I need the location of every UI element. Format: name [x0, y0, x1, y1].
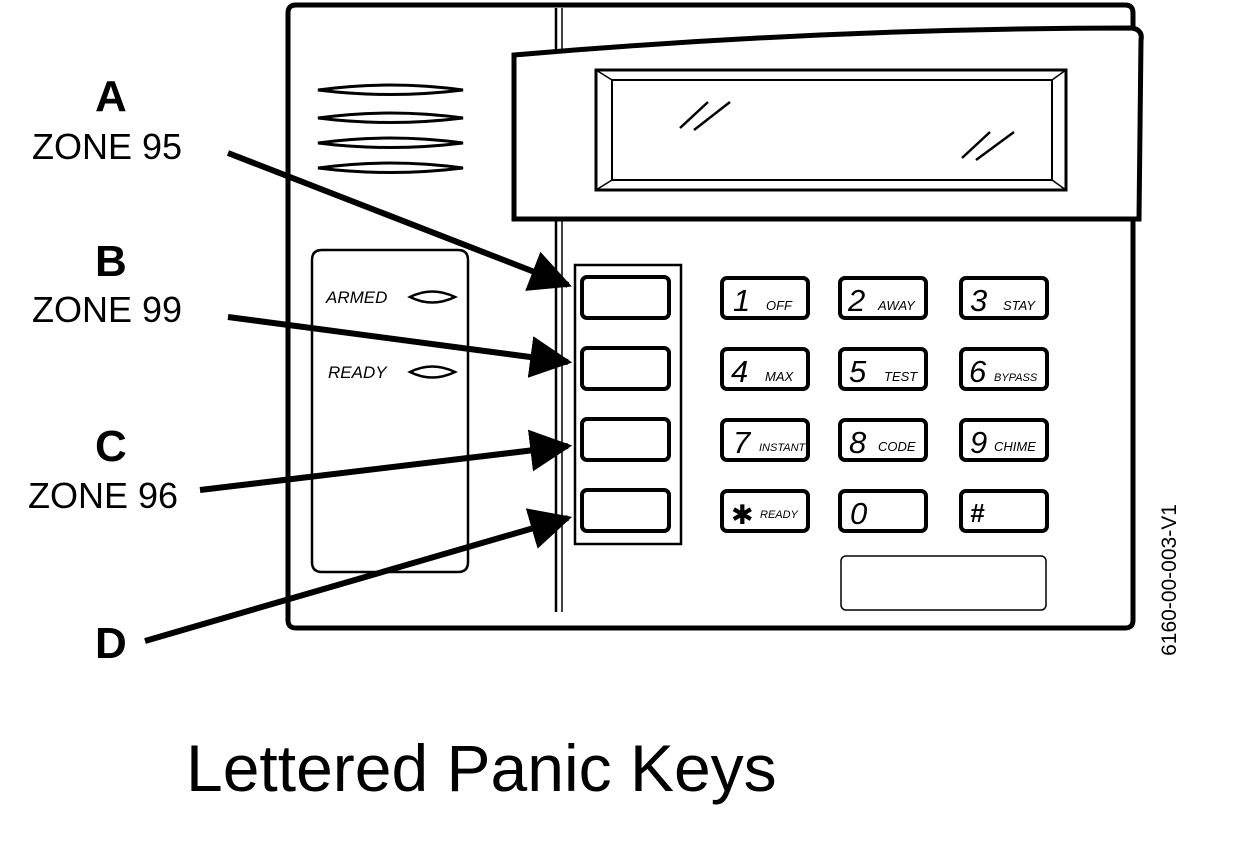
ready-led-icon: [407, 365, 458, 379]
key-7-function: INSTANT: [759, 442, 807, 454]
key-6-function: BYPASS: [994, 372, 1038, 384]
key-5[interactable]: 5 TEST: [838, 347, 928, 391]
lcd-window: [611, 79, 1053, 181]
key-0-number: 0: [850, 496, 867, 531]
callout-zone-c: ZONE 96: [28, 475, 179, 516]
arrow-a: [226, 150, 572, 291]
speaker-grille: [317, 83, 464, 174]
key-6[interactable]: 6 BYPASS: [959, 347, 1049, 391]
panic-key-c[interactable]: [580, 417, 671, 462]
key-3[interactable]: 3 STAY: [959, 276, 1049, 320]
lcd-glare-marks: [679, 101, 1015, 162]
key-4[interactable]: 4 MAX: [720, 347, 810, 391]
key-2[interactable]: 2 AWAY: [838, 276, 928, 320]
ready-led-label: READY: [328, 363, 388, 382]
figure-caption: Lettered Panic Keys: [186, 731, 777, 805]
key-5-number: 5: [849, 354, 867, 389]
key-2-function: AWAY: [877, 298, 916, 313]
numeric-keypad: 1 OFF 2 AWAY 3 STAY 4 MAX 5 TEST 6 BYPAS…: [720, 276, 1049, 533]
key-6-number: 6: [969, 354, 987, 389]
key-3-function: STAY: [1003, 298, 1036, 313]
key-0[interactable]: 0: [838, 489, 928, 533]
key-star-function: READY: [760, 509, 799, 521]
key-star[interactable]: ✱ READY: [720, 489, 810, 533]
arrow-c: [199, 429, 573, 493]
callout-arrows: [144, 150, 573, 644]
panic-key-a[interactable]: [580, 275, 671, 320]
key-9[interactable]: 9 CHIME: [959, 418, 1049, 462]
panic-key-d[interactable]: [580, 488, 671, 533]
key-5-function: TEST: [884, 369, 918, 384]
key-9-function: CHIME: [994, 439, 1036, 454]
figure-id: 6160-00-003-V1: [1158, 504, 1181, 656]
armed-led-icon: [407, 290, 458, 304]
key-8-function: CODE: [878, 439, 916, 454]
panic-keys-bracket: [573, 263, 683, 546]
asterisk-icon: ✱: [731, 500, 754, 530]
arrow-d: [144, 508, 573, 644]
key-4-number: 4: [731, 354, 748, 389]
armed-led-label: ARMED: [325, 288, 387, 307]
callout-letter-b: B: [95, 237, 127, 286]
callout-zone-b: ZONE 99: [32, 289, 183, 330]
key-8[interactable]: 8 CODE: [838, 418, 928, 462]
key-2-number: 2: [847, 283, 865, 318]
key-3-number: 3: [970, 283, 987, 318]
key-pound-number: #: [970, 498, 985, 528]
label-plate: [840, 555, 1047, 611]
key-1[interactable]: 1 OFF: [720, 276, 810, 320]
key-7[interactable]: 7 INSTANT: [720, 418, 810, 462]
arrow-b: [227, 314, 573, 378]
key-1-function: OFF: [766, 298, 793, 313]
key-4-function: MAX: [765, 369, 795, 384]
status-panel: [310, 248, 470, 574]
callout-letter-d: D: [95, 619, 127, 668]
callout-zone-a: ZONE 95: [32, 126, 183, 167]
panic-key-b[interactable]: [580, 346, 671, 391]
key-8-number: 8: [849, 425, 867, 460]
key-7-number: 7: [733, 425, 752, 460]
callout-letter-c: C: [95, 422, 127, 471]
key-1-number: 1: [733, 283, 750, 318]
key-pound[interactable]: #: [959, 489, 1049, 533]
key-9-number: 9: [970, 425, 987, 460]
callout-letter-a: A: [95, 72, 127, 121]
